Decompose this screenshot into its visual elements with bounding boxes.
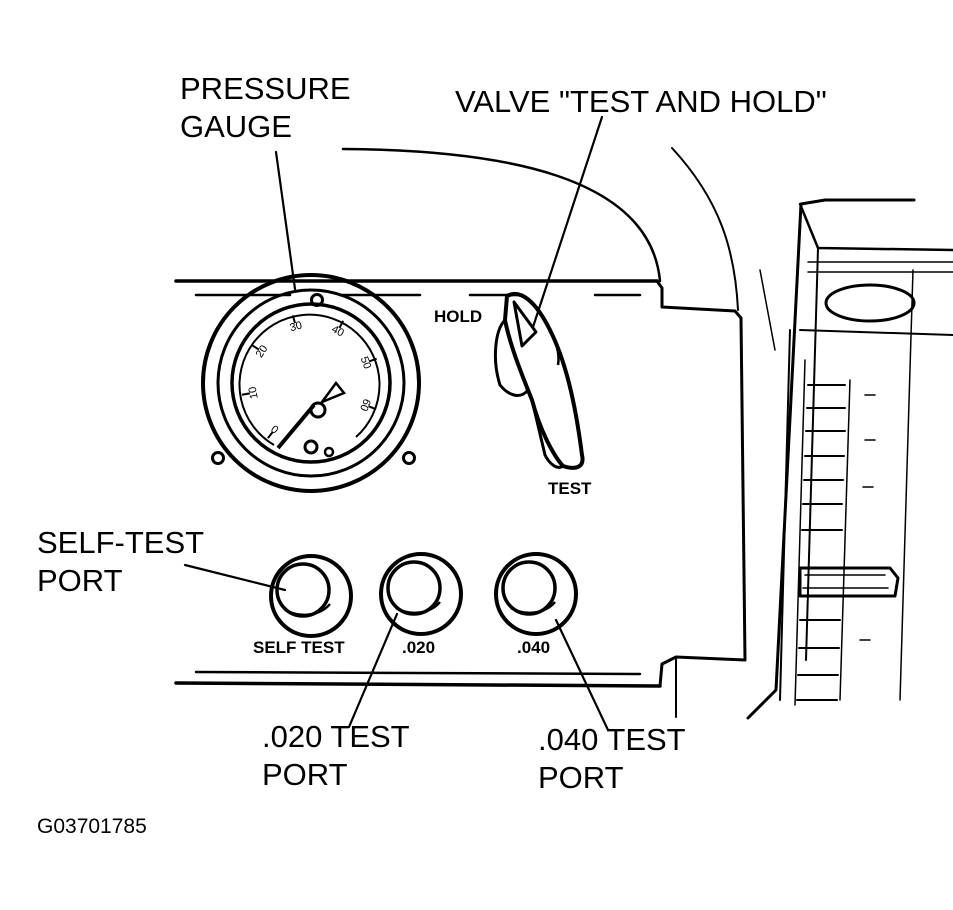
gauge-tick [267,431,274,439]
gauge-tick [291,315,296,324]
gauge-tick [368,405,377,411]
port-040-knob [494,552,578,636]
callout-self-test-port-line1: SELF-TEST [37,525,205,560]
label-020: .020 [402,638,436,657]
callout-valve: VALVE "TEST AND HOLD" [455,83,827,121]
gauge-needle [276,403,316,450]
panel-bottom-edge [174,681,662,688]
side-oval-window [824,283,916,323]
callout-port-040-line2: PORT [538,760,624,795]
gauge-tick [338,320,345,329]
label-040: .040 [517,638,551,657]
side-housing-outline [746,198,916,720]
label-test: TEST [548,479,592,498]
callout-valve-text: VALVE "TEST AND HOLD" [455,84,827,119]
gauge-tick-label: 60 [357,397,373,413]
self-test-port-knob [269,554,353,638]
callout-pressure-gauge-line1: PRESSURE [180,71,351,106]
lid-curve-right [671,147,739,311]
gauge-tick-labels: 0 10 20 30 40 50 60 [247,320,373,436]
gauge-tick-label: 20 [254,343,271,360]
leader-port-020 [347,612,399,729]
side-latch [798,566,900,598]
callout-port-020: .020 TEST PORT [262,718,410,794]
leader-self-test-port [183,563,287,592]
gauge-tick-label: 40 [329,323,345,339]
test-and-hold-valve [494,292,585,470]
gauge-tick-label: 50 [358,355,374,371]
callout-port-040: .040 TEST PORT [538,721,686,797]
callout-port-040-line1: .040 TEST [538,722,686,757]
gauge-tick-label: 10 [247,386,261,400]
callout-pressure-gauge: PRESSURE GAUGE [180,70,351,146]
lid-curve-left [341,147,662,283]
gauge-tick [368,357,377,363]
leader-valve [531,115,604,329]
callout-port-020-line2: PORT [262,757,348,792]
label-hold: HOLD [434,307,483,326]
callout-port-020-line1: .020 TEST [262,719,410,754]
gauge-tick [241,392,251,396]
figure-id: G03701785 [37,815,147,838]
panel-bottom-inner-edge [194,670,642,676]
gauge-tick-label: 30 [288,320,303,335]
gauge-tick [251,344,260,351]
callout-self-test-port-line2: PORT [37,563,123,598]
pressure-gauge [201,273,421,493]
gauge-tick-label: 0 [269,422,281,435]
side-ladder-rungs [796,384,846,701]
panel-right-step [655,279,747,688]
callout-self-test-port: SELF-TEST PORT [37,524,204,600]
port-020-knob [379,552,463,636]
label-self-test: SELF TEST [253,638,345,657]
leader-port-040 [554,618,610,732]
callout-pressure-gauge-line2: GAUGE [180,109,292,144]
leader-pressure-gauge [274,150,297,291]
